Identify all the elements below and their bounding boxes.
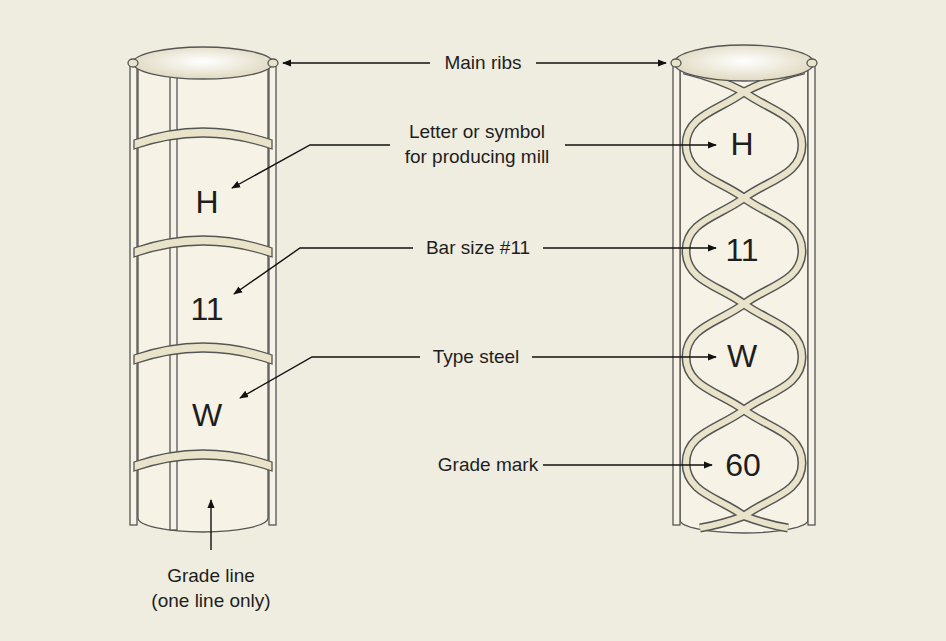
bar-marking: 11 [190, 289, 223, 331]
bar-marking: 11 [725, 230, 758, 272]
callout-label: Grade line (one line only) [147, 564, 275, 613]
transverse-rib [700, 516, 744, 528]
bar-marking: W [192, 395, 222, 437]
callout-label: Type steel [433, 345, 520, 370]
callout-label: Letter or symbol for producing mill [398, 120, 556, 169]
bar-marking: 60 [725, 445, 761, 487]
callout-label: Bar size #11 [426, 236, 530, 261]
transverse-rib [744, 516, 788, 528]
left-rebar [128, 47, 278, 532]
callout-label: Grade mark [438, 453, 538, 478]
transverse-rib [700, 516, 744, 528]
right-rebar [671, 45, 817, 533]
bar-marking: H [195, 182, 218, 224]
bar-marking: H [730, 124, 753, 166]
transverse-rib [744, 516, 788, 528]
bar-marking: W [727, 336, 757, 378]
callout-label: Main ribs [444, 51, 521, 76]
leader-lines [211, 63, 716, 550]
